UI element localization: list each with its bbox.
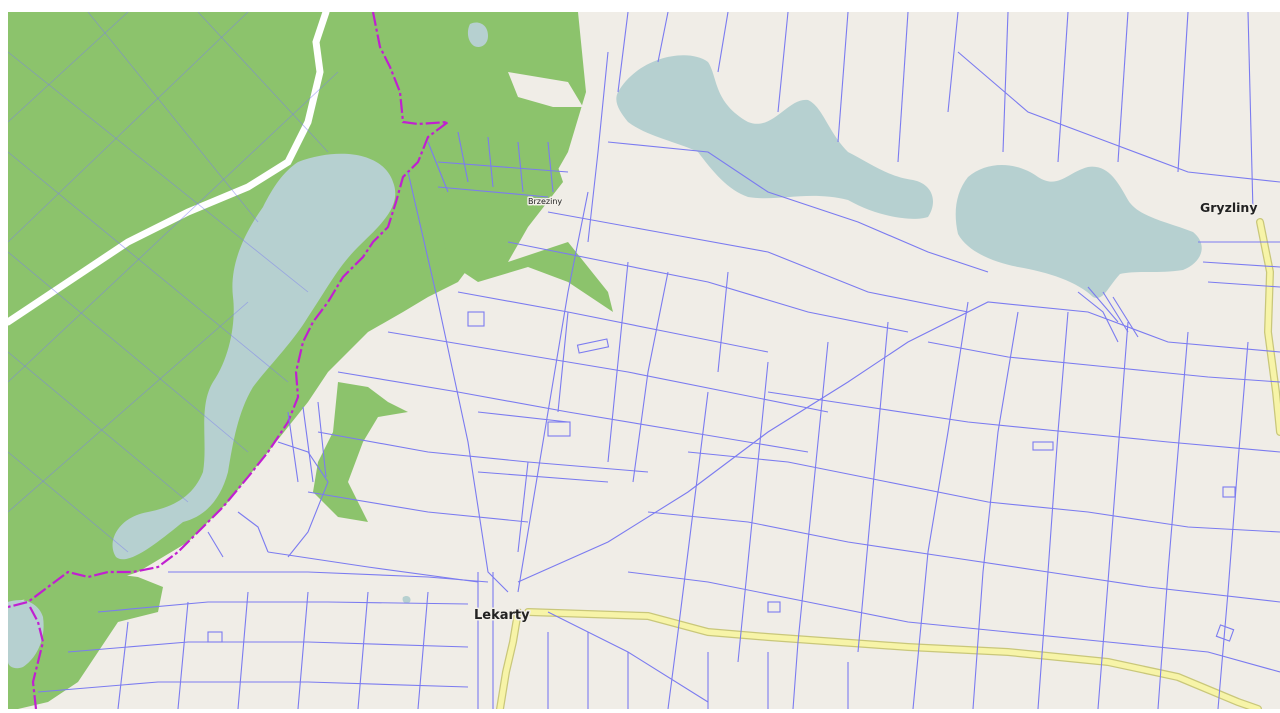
- main-road: [496, 218, 1280, 709]
- lake-center: [616, 55, 933, 219]
- admin-boundary: [8, 12, 452, 609]
- place-label-gryzliny: Gryzliny: [1200, 200, 1257, 215]
- map-canvas[interactable]: Lekarty Gryzliny Brzeziny: [8, 12, 1280, 709]
- lake-small-north: [467, 22, 488, 47]
- forest-grid-lines: [8, 12, 339, 553]
- forest-patch-middle: [313, 382, 408, 522]
- forest-clearing: [508, 72, 583, 107]
- forest-track: [8, 12, 330, 326]
- forest-patch-southwest: [8, 572, 163, 709]
- pond-lekarty: [402, 595, 411, 604]
- lake-east: [955, 164, 1202, 298]
- parcel-lines: [37, 12, 1280, 709]
- place-label-lekarty: Lekarty: [474, 608, 530, 623]
- lake-west: [112, 153, 396, 560]
- place-label-brzeziny: Brzeziny: [528, 197, 562, 206]
- admin-boundary-south: [29, 606, 45, 709]
- forest-area-north: [428, 132, 613, 312]
- building-outlines: [207, 311, 1236, 643]
